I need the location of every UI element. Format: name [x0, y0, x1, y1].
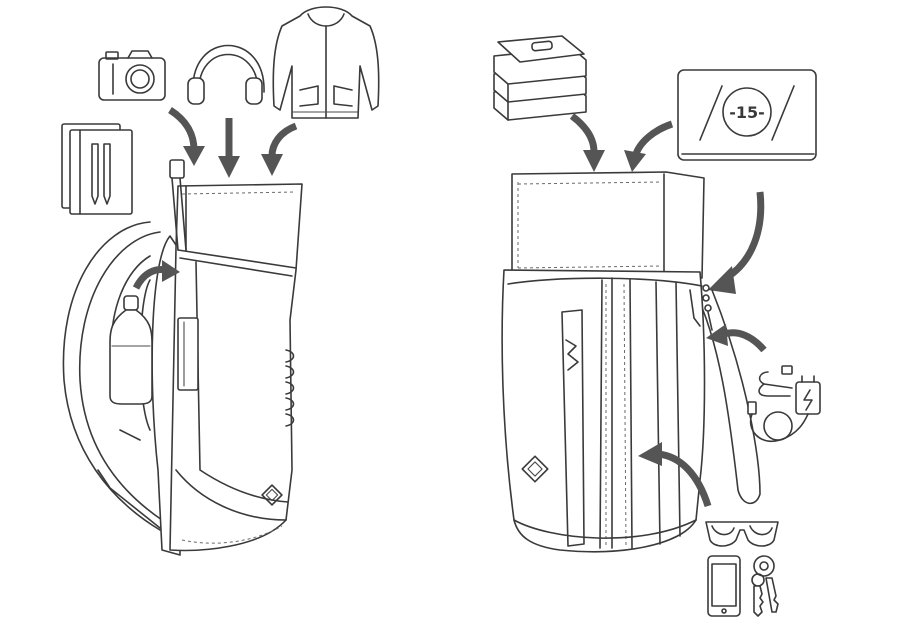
notebook-icon	[61, 123, 133, 215]
arrow-headphones-to-bag	[218, 118, 240, 178]
laptop-icon: -15-	[677, 69, 817, 161]
headphones-icon	[187, 44, 265, 105]
phone-icon	[707, 555, 741, 617]
arrow-laptop-sleeve	[708, 191, 765, 294]
books-icon	[493, 35, 587, 121]
arrow-charger-to-pocket	[706, 324, 767, 353]
arrow-jacket-to-bag	[261, 122, 298, 176]
keys-icon	[751, 555, 779, 617]
arrow-camera-to-bag	[168, 107, 205, 166]
backpack-front-view	[501, 171, 761, 553]
jacket-icon	[272, 6, 380, 119]
arrow-accessories-to-pocket	[638, 442, 712, 508]
camera-icon	[98, 50, 166, 101]
arrow-books-to-bag	[569, 113, 605, 172]
arrow-bottle-to-pocket	[132, 260, 180, 290]
laptop-size-label: -15-	[729, 103, 765, 122]
backpack-side-view	[62, 159, 303, 556]
sunglasses-icon	[705, 521, 779, 547]
water-bottle-icon	[109, 295, 153, 405]
arrow-laptop-to-bag	[624, 120, 674, 172]
charger-cables-icon	[747, 365, 821, 443]
